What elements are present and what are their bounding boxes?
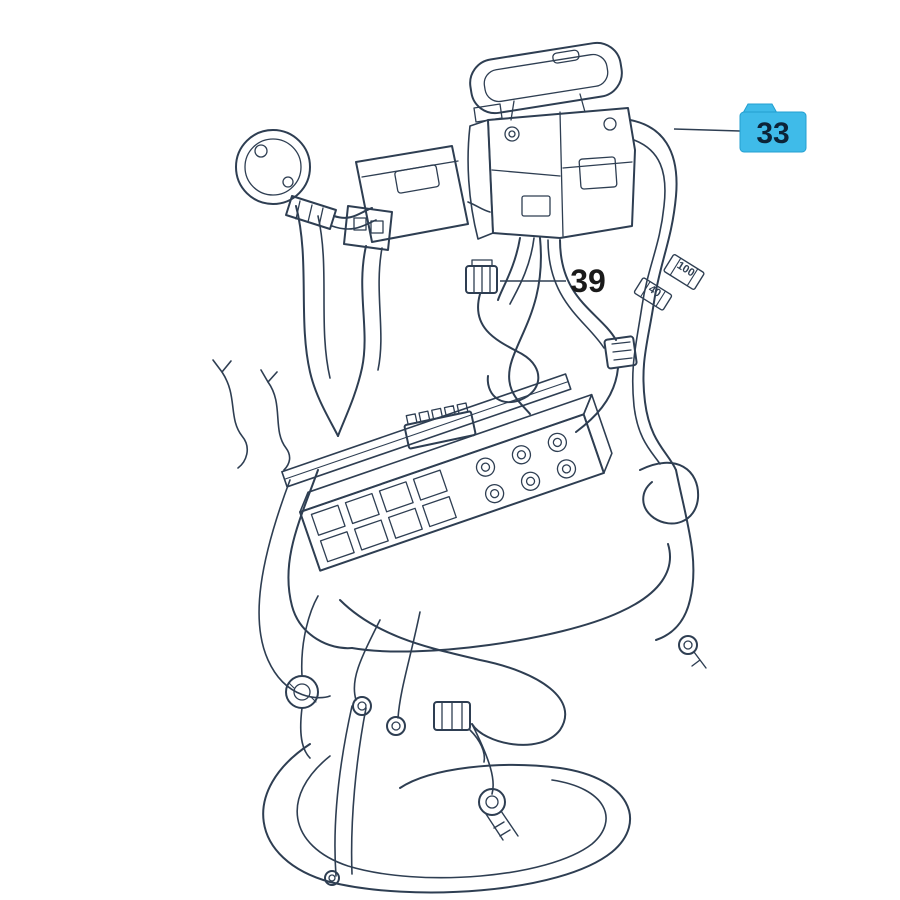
grommet-large bbox=[285, 675, 319, 709]
harness-wires-upper bbox=[477, 237, 617, 415]
round-connector bbox=[235, 129, 377, 230]
callout-33-label: 33 bbox=[756, 117, 789, 150]
callout-39-label: 39 bbox=[570, 263, 606, 299]
callout-39[interactable]: 39 bbox=[570, 263, 606, 299]
leader-line-33 bbox=[673, 128, 741, 132]
callout-33-box bbox=[739, 111, 807, 153]
loose-wire-ends bbox=[212, 359, 291, 471]
bottom-connector bbox=[433, 701, 486, 763]
ring-bottom bbox=[324, 870, 340, 886]
ring-clamp-1 bbox=[352, 696, 372, 716]
cable-loops-lower bbox=[258, 461, 700, 877]
cable-loops-bottom bbox=[262, 743, 631, 894]
harness-bundles-mid bbox=[295, 205, 383, 437]
callout-33[interactable]: 33 bbox=[739, 103, 807, 153]
control-module bbox=[467, 103, 636, 240]
fuse-block bbox=[281, 373, 613, 572]
mid-connector bbox=[575, 335, 638, 433]
relay-block bbox=[343, 145, 491, 251]
cable-tag-40 bbox=[633, 277, 673, 311]
cable-pair-right bbox=[629, 119, 678, 471]
bolt-right bbox=[678, 635, 707, 669]
bolt-bottom bbox=[478, 788, 519, 841]
module-handle bbox=[469, 41, 623, 121]
tag-40-label: 40 bbox=[646, 283, 663, 300]
ring-clamp-2 bbox=[386, 716, 406, 736]
connector-39 bbox=[465, 259, 498, 294]
cable-tag-100 bbox=[663, 254, 705, 290]
